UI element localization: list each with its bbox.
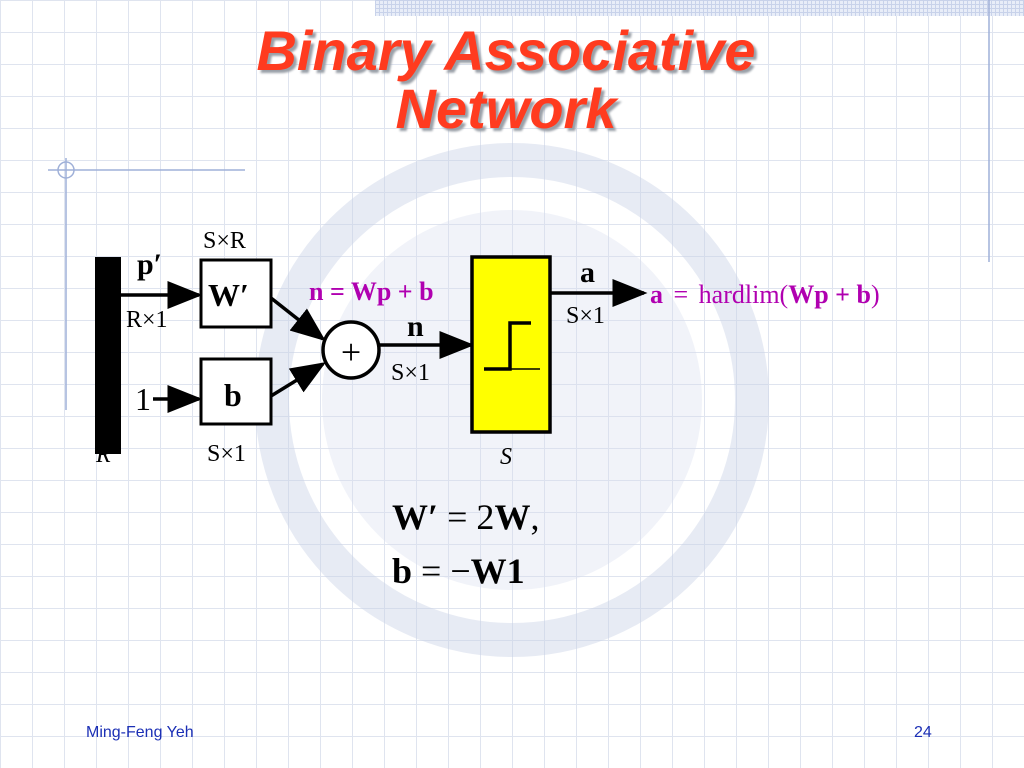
transfer-size-label: S [500, 444, 512, 470]
weight-matrix-box [199, 258, 273, 329]
equation-1-rhs: W [494, 497, 531, 537]
input-bar-size-label: R [95, 442, 111, 468]
summation-symbol: + [341, 332, 361, 372]
net-input-eq-rhs: = Wp + b [330, 277, 434, 306]
slide-title: Binary Associative Network [0, 22, 1012, 138]
input-size-label: R×1 [126, 307, 168, 333]
output-eq-close-paren: ) [871, 280, 880, 309]
output-eq-equals: = [674, 280, 689, 309]
top-decoration-bar [375, 0, 1024, 16]
summation-node [321, 320, 381, 380]
output-label: a [580, 256, 595, 289]
output-eq-arguments: Wp + b [788, 280, 871, 309]
output-size-label: S×1 [566, 303, 605, 329]
title-line-1: Binary Associative [256, 19, 756, 82]
bias-size-label: S×1 [207, 441, 246, 467]
output-eq-function: hardlim( [699, 280, 789, 309]
weight-matrix-label: W′ [208, 277, 249, 313]
bias-vector-box [199, 357, 273, 426]
equation-2-mid: = − [421, 551, 471, 591]
net-input-equation: n = Wp + b [309, 277, 434, 306]
net-input-size-label: S×1 [391, 360, 430, 386]
output-eq-a: a [650, 280, 663, 309]
bias-label: b [224, 377, 242, 413]
equation-line-2: b = −W1 [392, 550, 525, 592]
net-input-eq-n: n [309, 277, 324, 306]
footer-author: Ming-Feng Yeh [86, 724, 194, 741]
bias-to-sum-arrow [270, 362, 326, 398]
page-number: 24 [914, 724, 932, 741]
input-label: p′ [137, 248, 162, 281]
equation-line-1: W′ = 2W, [392, 496, 539, 538]
weight-to-sum-arrow [269, 296, 326, 342]
net-input-label: n [407, 310, 424, 343]
weight-dims-label: S×R [203, 228, 246, 254]
bias-input-label: 1 [135, 381, 151, 417]
equation-2-rhs: W1 [470, 551, 525, 591]
equation-2-lhs: b [392, 551, 413, 591]
input-vector-bar [95, 257, 121, 454]
equation-1-mid: = 2 [447, 497, 495, 537]
output-equation: a = hardlim(Wp + b) [650, 280, 880, 309]
equation-1-comma: , [530, 497, 540, 537]
equation-1-lhs: W′ [392, 497, 439, 537]
title-line-2: Network [395, 77, 617, 140]
